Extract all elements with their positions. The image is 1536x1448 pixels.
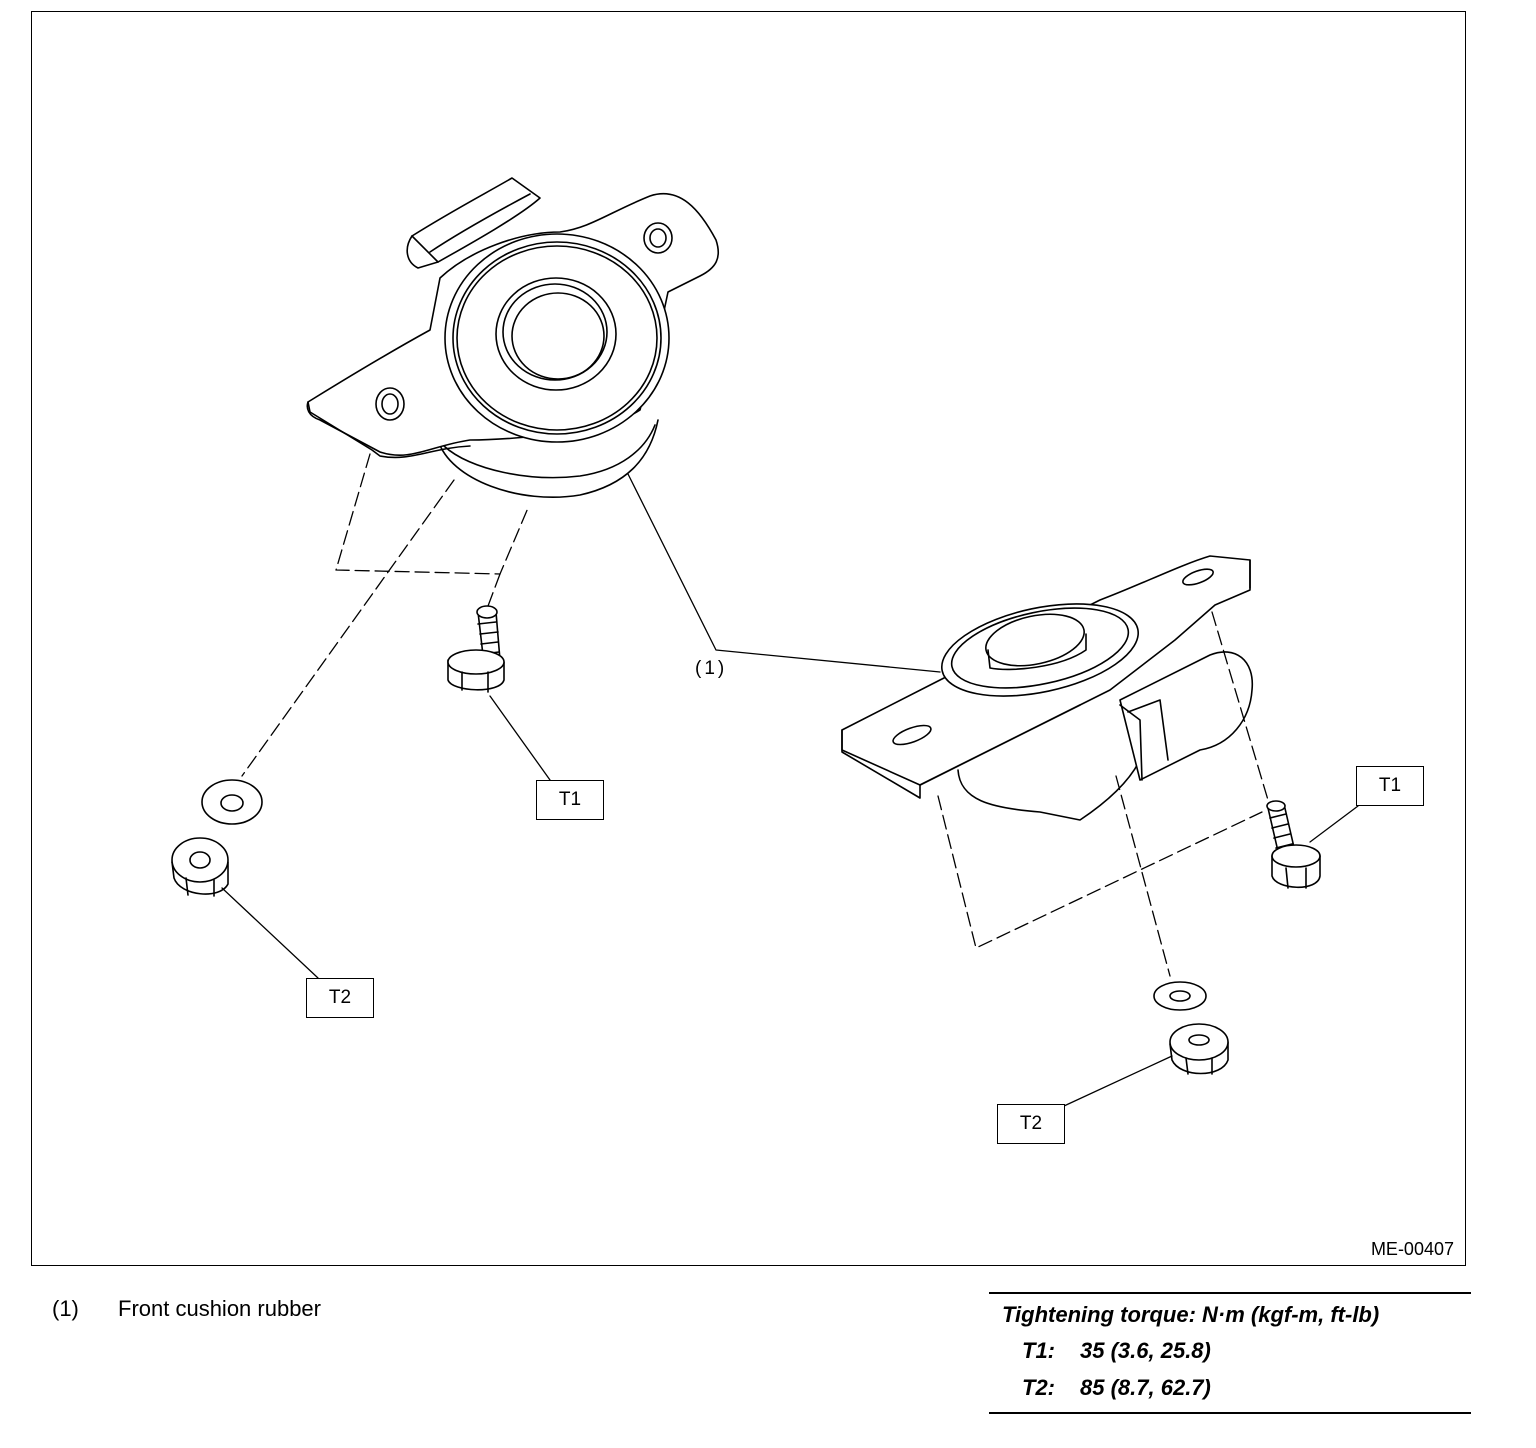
left-nut xyxy=(171,837,229,897)
callout-t2-right: T2 xyxy=(997,1104,1065,1144)
torque-value: 85 (8.7, 62.7) xyxy=(1080,1375,1211,1400)
right-nut xyxy=(1169,1023,1229,1075)
torque-label: T2: xyxy=(1022,1375,1055,1400)
torque-row-t2: T2: 85 (8.7, 62.7) xyxy=(989,1369,1471,1406)
left-cushion-rubber xyxy=(306,177,720,499)
figure-frame xyxy=(31,11,1466,1266)
legend-text: Front cushion rubber xyxy=(118,1296,321,1321)
leader-lines xyxy=(221,473,1359,1107)
legend-item: (1) Front cushion rubber xyxy=(52,1296,321,1322)
callout-t1-right: T1 xyxy=(1356,766,1424,806)
alignment-lines xyxy=(241,453,1269,977)
callout-part-1: (1) xyxy=(695,658,728,679)
legend-number: (1) xyxy=(52,1296,79,1321)
figure-id: ME-00407 xyxy=(1370,1239,1454,1259)
left-washer xyxy=(201,779,263,825)
right-washer xyxy=(1153,981,1207,1011)
torque-title: Tightening torque: N·m (kgf-m, ft-lb) xyxy=(1002,1302,1380,1327)
torque-value: 35 (3.6, 25.8) xyxy=(1080,1338,1211,1363)
torque-label: T1: xyxy=(1022,1338,1055,1363)
left-bolt xyxy=(447,605,505,693)
right-cushion-rubber xyxy=(841,555,1254,821)
callout-t1-left: T1 xyxy=(536,780,604,820)
torque-table: Tightening torque: N·m (kgf-m, ft-lb) T1… xyxy=(989,1292,1471,1414)
torque-row-t1: T1: 35 (3.6, 25.8) xyxy=(989,1332,1471,1369)
callout-t2-left: T2 xyxy=(306,978,374,1018)
right-bolt xyxy=(1266,800,1321,889)
